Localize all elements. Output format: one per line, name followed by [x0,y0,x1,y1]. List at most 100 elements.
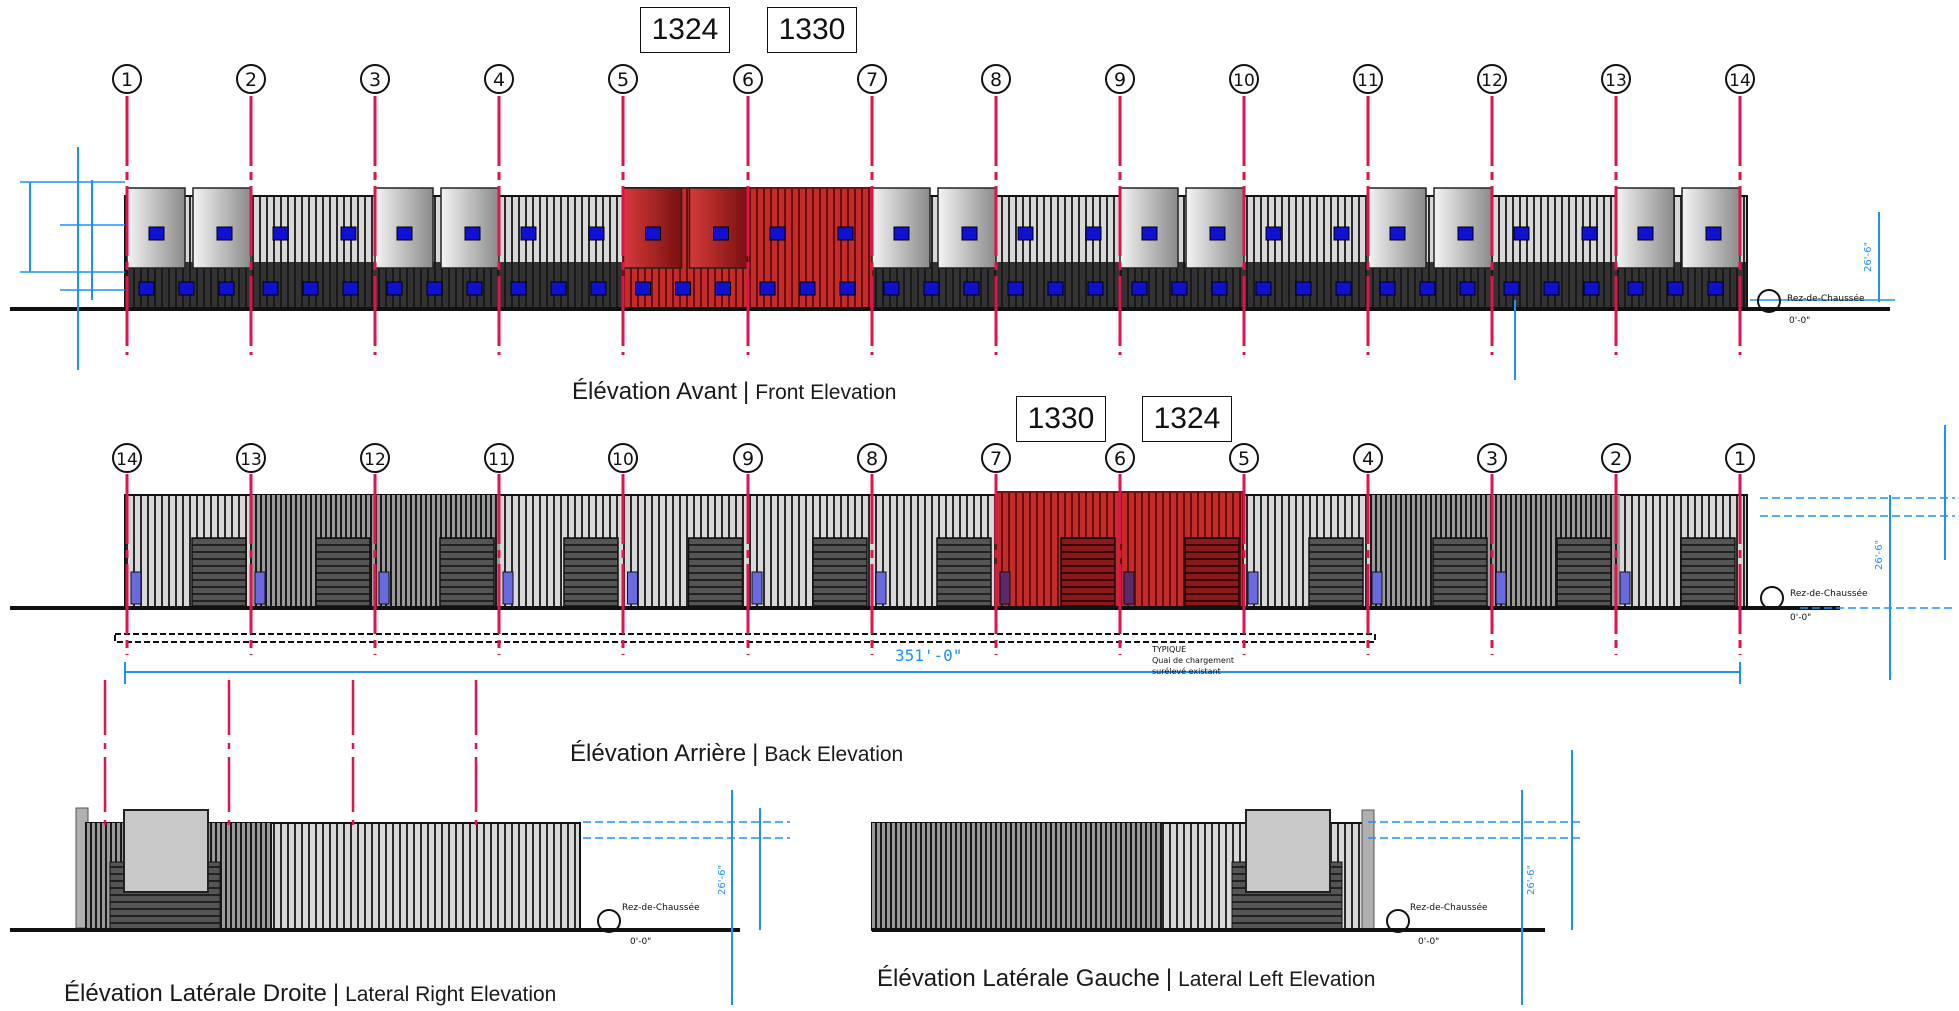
back-grid-label: 10 [612,450,634,470]
back-service-door [130,571,142,605]
back-grid-label: 12 [364,450,386,470]
front-window [218,281,235,296]
back-grid-label: 1 [1734,448,1746,470]
back-grid-label: 11 [488,450,510,470]
back-unit-tag-1324: 1324 [1142,396,1232,442]
front-grid-bubble [484,64,514,94]
back-service-door [1247,571,1259,605]
back-service-door [1123,571,1135,605]
front-window [1265,226,1282,241]
back-grid-bubble [1601,443,1631,473]
back-caption-fr: Élévation Arrière [570,740,747,767]
back-service-door [378,571,390,605]
front-grid-bubble [608,64,638,94]
front-window [1047,281,1064,296]
back-service-door [999,571,1011,605]
back-typical-note: TYPIQUE Quai de chargement surélevé exis… [1151,645,1234,676]
back-grid-bubble [484,443,514,473]
back-loading-door [687,537,744,607]
front-grid-label: 3 [369,69,381,91]
front-window [1457,226,1474,241]
lateral-left-ground-marker: Rez-de-Chaussée 0'-0" [1386,902,1488,947]
back-loading-door [563,537,619,607]
front-unit-tag-1324: 1324 [640,7,730,53]
front-window [1637,226,1654,241]
front-window [1211,281,1228,296]
front-window [178,281,195,296]
front-window [1705,226,1722,241]
front-window [340,226,357,241]
back-service-door [627,571,638,605]
front-ground-elev: 0'-0" [1789,316,1810,326]
front-left-dimensions [20,147,125,370]
lateral-right-caption-fr: Élévation Latérale Droite [64,980,327,1007]
front-window [1513,226,1530,241]
front-window [923,281,940,296]
front-window [1171,281,1188,296]
back-grid-bubble [1229,443,1259,473]
front-window [1419,281,1436,296]
back-grid-bubble [1725,443,1755,473]
lateral-right-ground-marker: Rez-de-Chaussée 0'-0" [597,902,700,947]
back-caption: Élévation Arrière|Back Elevation [570,740,903,768]
back-grid-bubble [112,443,142,473]
front-grid-bubble [1105,64,1135,94]
front-window [1333,226,1350,241]
back-grid-bubble [733,443,763,473]
front-window [1141,226,1158,241]
lateral-right-caption: Élévation Latérale Droite|Lateral Right … [64,980,556,1008]
back-height-dimension: 26'-6" [1760,425,1955,680]
back-unit-tag-1330: 1330 [1016,396,1106,442]
back-service-door [254,571,266,605]
back-service-door [751,571,763,605]
back-grid-label: 7 [990,448,1002,470]
lateral-left-caption: Élévation Latérale Gauche|Lateral Left E… [877,965,1375,993]
front-window [675,281,691,296]
front-window [138,281,155,296]
lateral-right-elevation: 26'-6" Rez-de-Chaussée 0'-0" [10,680,790,1005]
lateral-right-dimensions: 26'-6" [583,790,790,1005]
front-grid-bubble [857,64,887,94]
lateral-right-ground-elev: 0'-0" [630,937,651,947]
front-window [1583,281,1600,296]
front-grid-bubble [1353,64,1383,94]
back-service-door [1371,571,1383,605]
front-window [837,226,854,241]
front-window [216,226,233,241]
front-window [883,281,900,296]
front-window [893,226,910,241]
front-window [1017,226,1034,241]
front-grid-label: 5 [617,69,629,91]
front-window [272,226,289,241]
front-caption-en: Front Elevation [755,381,897,404]
front-window [1255,281,1272,296]
typical-note-line-2: Quai de chargement [1152,656,1234,665]
front-window [342,281,359,296]
front-grid-bubble [112,64,142,94]
lateral-right-dim-height: 26'-6" [717,865,728,895]
lateral-left-elevation: 26'-6" Rez-de-Chaussée 0'-0" [871,750,1580,1005]
back-grid-label: 8 [866,448,878,470]
front-grid-label: 9 [1114,69,1126,91]
front-grid-label: 8 [990,69,1002,91]
back-grid-bubble [360,443,390,473]
front-caption-fr: Élévation Avant [572,378,738,405]
front-grid-label: 13 [1605,71,1627,91]
back-dock [114,633,1376,643]
back-grid-bubble [981,443,1011,473]
back-loading-door [315,537,371,607]
front-grid-label: 7 [866,69,878,91]
front-grid-label: 11 [1357,71,1379,91]
front-grid-label: 1 [121,69,133,91]
caption-separator: | [1165,965,1173,992]
front-window [520,226,537,241]
front-window [963,281,980,296]
front-window [590,281,607,296]
back-grid-label: 5 [1238,448,1250,470]
caption-separator: | [743,378,750,405]
front-window [961,226,978,241]
back-loading-door [1184,537,1240,607]
front-window [1543,281,1560,296]
